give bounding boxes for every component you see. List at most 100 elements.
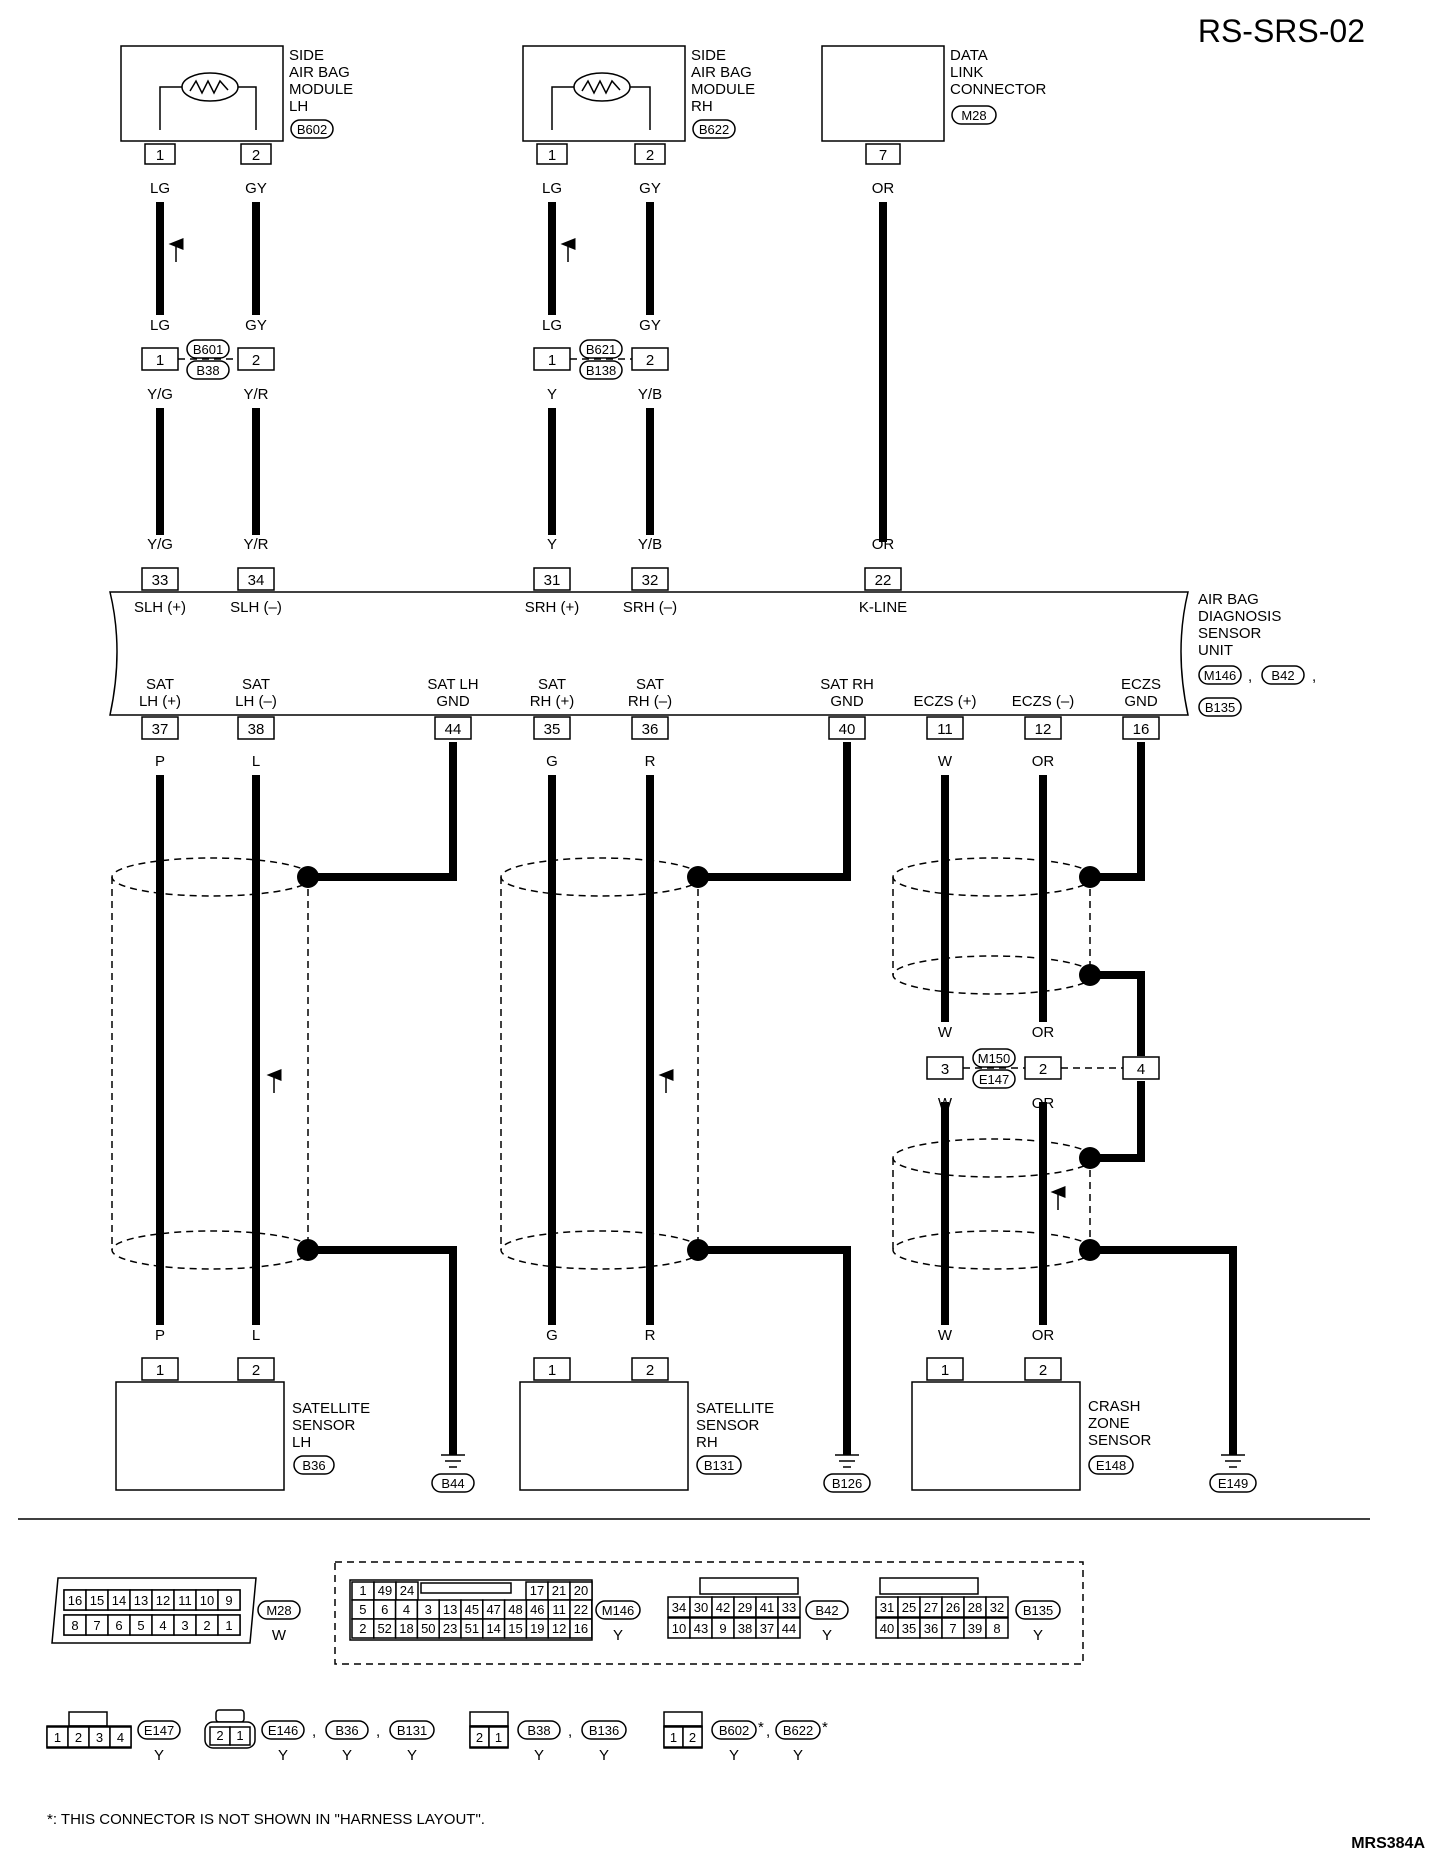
pin-number: 49 bbox=[378, 1583, 392, 1598]
pin11-n2: ECZS (+) bbox=[914, 693, 977, 710]
b38-id: B38 bbox=[527, 1723, 550, 1738]
b135-color: Y bbox=[1033, 1627, 1043, 1644]
pin44-n2: GND bbox=[436, 693, 470, 710]
b42-color: Y bbox=[822, 1627, 832, 1644]
jc-rh-pin2: 2 bbox=[646, 352, 654, 369]
pin35-num: 35 bbox=[544, 721, 561, 738]
sat-rh-label-3: RH bbox=[696, 1434, 718, 1451]
pin-cell bbox=[229, 1726, 251, 1746]
b131-id: B131 bbox=[397, 1723, 427, 1738]
pin-number: 13 bbox=[443, 1602, 457, 1617]
pin38-n2: LH (–) bbox=[235, 693, 277, 710]
joint-connector-eczs: W OR 3 2 4 M150 E147 W OR bbox=[926, 1024, 1160, 1112]
svg-text:,: , bbox=[568, 1723, 572, 1740]
ground-b126-label: B126 bbox=[832, 1476, 862, 1491]
pin-number: 47 bbox=[486, 1602, 500, 1617]
b622-id: B622 bbox=[783, 1723, 813, 1738]
pin-number: 2 bbox=[216, 1728, 223, 1743]
pin-number: 50 bbox=[421, 1621, 435, 1636]
pin34-num: 34 bbox=[248, 572, 265, 589]
airbag-rh-label-1: SIDE bbox=[691, 47, 726, 64]
pin35-n1: SAT bbox=[538, 676, 566, 693]
dlc-label-3: CONNECTOR bbox=[950, 81, 1047, 98]
pin-number: 16 bbox=[68, 1593, 82, 1608]
jc-eczs-top-wire2: OR bbox=[1032, 1024, 1055, 1041]
sat-lh-pin1: 1 bbox=[156, 1362, 164, 1379]
airbag-lh-pin2: 2 bbox=[252, 147, 260, 164]
crash-pin1: 1 bbox=[941, 1362, 949, 1379]
pin-number: 18 bbox=[399, 1621, 413, 1636]
jc-lh-top-wire2: GY bbox=[245, 317, 267, 334]
unit-label-3: SENSOR bbox=[1198, 625, 1262, 642]
side-airbag-rh: SIDE AIR BAG MODULE RH B622 1 2 LG GY bbox=[522, 45, 755, 197]
svg-text:,: , bbox=[1312, 668, 1316, 685]
pin-number: 1 bbox=[236, 1728, 243, 1743]
pin-number: 4 bbox=[117, 1730, 124, 1745]
e147-id: E147 bbox=[144, 1723, 174, 1738]
pin-number: 15 bbox=[508, 1621, 522, 1636]
pin-number: 10 bbox=[672, 1621, 686, 1636]
shield-drain-dot bbox=[1079, 964, 1101, 986]
b131-color: Y bbox=[407, 1747, 417, 1764]
pin33-wire: Y/G bbox=[147, 536, 173, 553]
pin-number: 46 bbox=[530, 1602, 544, 1617]
jc-eczs-pin4: 4 bbox=[1137, 1061, 1145, 1078]
sat-lh-label-2: SENSOR bbox=[292, 1417, 356, 1434]
pin22-num: 22 bbox=[875, 572, 892, 589]
airbag-rh-wire1: LG bbox=[542, 180, 562, 197]
pin44-n1: SAT LH bbox=[427, 676, 478, 693]
pin-number: 29 bbox=[738, 1600, 752, 1615]
airbag-lh-label-3: MODULE bbox=[289, 81, 353, 98]
pin-number: 9 bbox=[225, 1593, 232, 1608]
crash-zone-sensor: W OR 1 2 CRASH ZONE SENSOR E148 bbox=[911, 1327, 1152, 1491]
pin-number: 28 bbox=[968, 1600, 982, 1615]
pin-number: 27 bbox=[924, 1600, 938, 1615]
pin37-wire: P bbox=[155, 753, 165, 770]
jc-rh-bottom-conn: B138 bbox=[586, 363, 616, 378]
shield-drain-dot bbox=[1079, 1239, 1101, 1261]
ground-b126: B126 bbox=[823, 1454, 871, 1493]
unit-conn-b42: B42 bbox=[1271, 668, 1294, 683]
pin-number: 5 bbox=[359, 1602, 366, 1617]
pin-cell bbox=[777, 1596, 801, 1618]
pin31-name: SRH (+) bbox=[525, 599, 580, 616]
pin-number: 39 bbox=[968, 1621, 982, 1636]
air-bag-diagnosis-sensor-unit: AIR BAG DIAGNOSIS SENSOR UNIT M146 , B42… bbox=[109, 591, 1316, 717]
jc-eczs-pin2: 2 bbox=[1039, 1061, 1047, 1078]
jc-eczs-bot-wire2: OR bbox=[1032, 1095, 1055, 1112]
crash-pin2: 2 bbox=[1039, 1362, 1047, 1379]
pin-number: 2 bbox=[359, 1621, 366, 1636]
pin-number: 4 bbox=[159, 1618, 166, 1633]
pin36-num: 36 bbox=[642, 721, 659, 738]
pin31-num: 31 bbox=[544, 572, 561, 589]
b136-id: B136 bbox=[589, 1723, 619, 1738]
pin-number: 40 bbox=[880, 1621, 894, 1636]
pin-number: 3 bbox=[181, 1618, 188, 1633]
pin-number: 37 bbox=[760, 1621, 774, 1636]
pin38-wire: L bbox=[252, 753, 260, 770]
pin-cell bbox=[682, 1726, 703, 1748]
pin-number: 33 bbox=[782, 1600, 796, 1615]
svg-text:,: , bbox=[312, 1723, 316, 1740]
pin-number: 31 bbox=[880, 1600, 894, 1615]
pin-cell bbox=[569, 1618, 593, 1639]
pin-number: 1 bbox=[670, 1730, 677, 1745]
pin-cell bbox=[777, 1617, 801, 1639]
pin-number: 8 bbox=[993, 1621, 1000, 1636]
b602-star: * bbox=[758, 1719, 764, 1736]
pin-number: 19 bbox=[530, 1621, 544, 1636]
pin-number: 6 bbox=[115, 1618, 122, 1633]
pin-number: 10 bbox=[200, 1593, 214, 1608]
pin-number: 23 bbox=[443, 1621, 457, 1636]
pin-number: 2 bbox=[476, 1730, 483, 1745]
pin37-num: 37 bbox=[152, 721, 169, 738]
shield-drain-dot bbox=[1079, 866, 1101, 888]
m146-color: Y bbox=[613, 1627, 623, 1644]
jc-rh-top-wire2: GY bbox=[639, 317, 661, 334]
unit-bottom-pins: SAT LH (+) 37 P SAT LH (–) 38 L SAT LH G… bbox=[139, 676, 1161, 770]
jc-eczs-top-wire1: W bbox=[938, 1024, 953, 1041]
b602-id: B602 bbox=[719, 1723, 749, 1738]
pin-number: 4 bbox=[403, 1602, 410, 1617]
airbag-lh-wire1: LG bbox=[150, 180, 170, 197]
